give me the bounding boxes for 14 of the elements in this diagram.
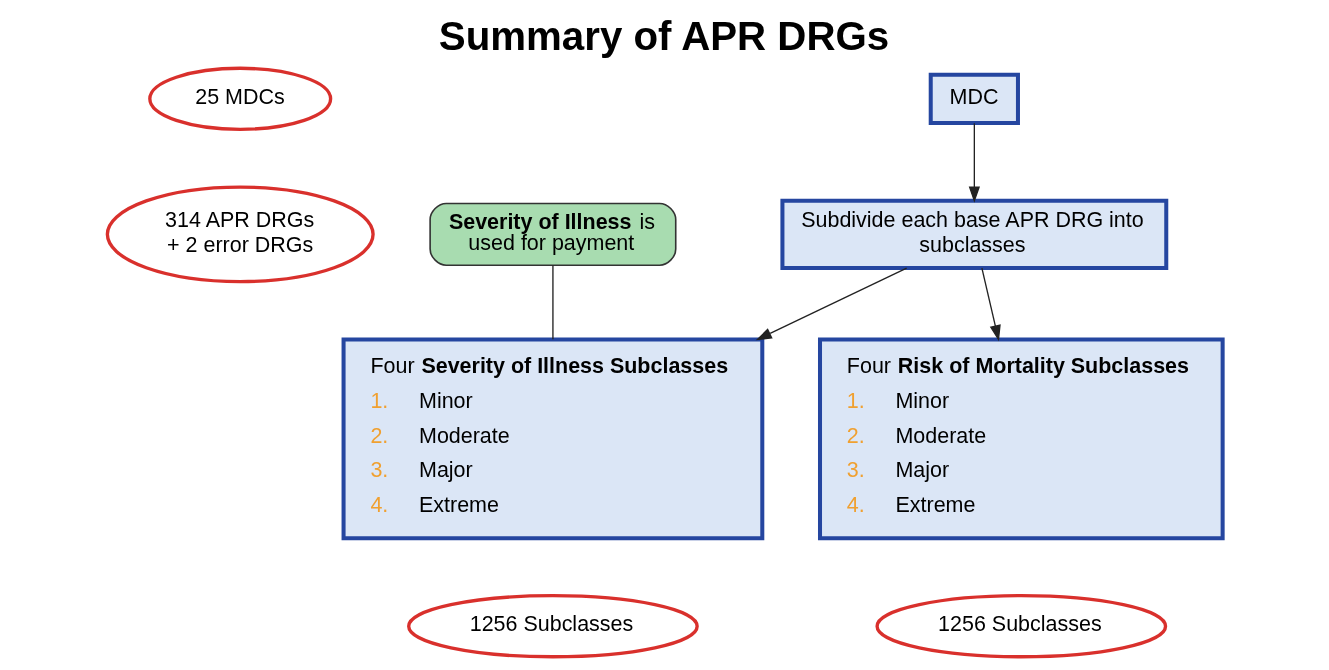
node-box: Four Risk of Mortality Subclasses 1. Minor 2. Moderate 3. Major 4. Extreme — [817, 337, 1225, 541]
node-ellipse: 1256 Subclasses — [874, 594, 1167, 659]
node-box: Subdivide each base APR DRG into subclasses — [779, 198, 1168, 270]
node-box: MDC — [928, 72, 1020, 125]
arrow — [755, 267, 907, 341]
node-box: Severity of Illness is used for payment — [428, 202, 677, 266]
diagram-title: Summary of APR DRGs — [438, 13, 889, 59]
node-box: Four Severity of Illness Subclasses 1. Minor 2. Moderate 3. Major 4. Extreme — [341, 337, 764, 541]
node-ellipse: 1256 Subclasses — [406, 594, 699, 659]
arrow — [968, 122, 980, 203]
arrow — [980, 267, 1001, 342]
node-ellipse: 314 APR DRGs + 2 error DRGs — [105, 185, 375, 284]
connector — [551, 264, 554, 340]
node-ellipse: 25 MDCs — [147, 66, 332, 132]
